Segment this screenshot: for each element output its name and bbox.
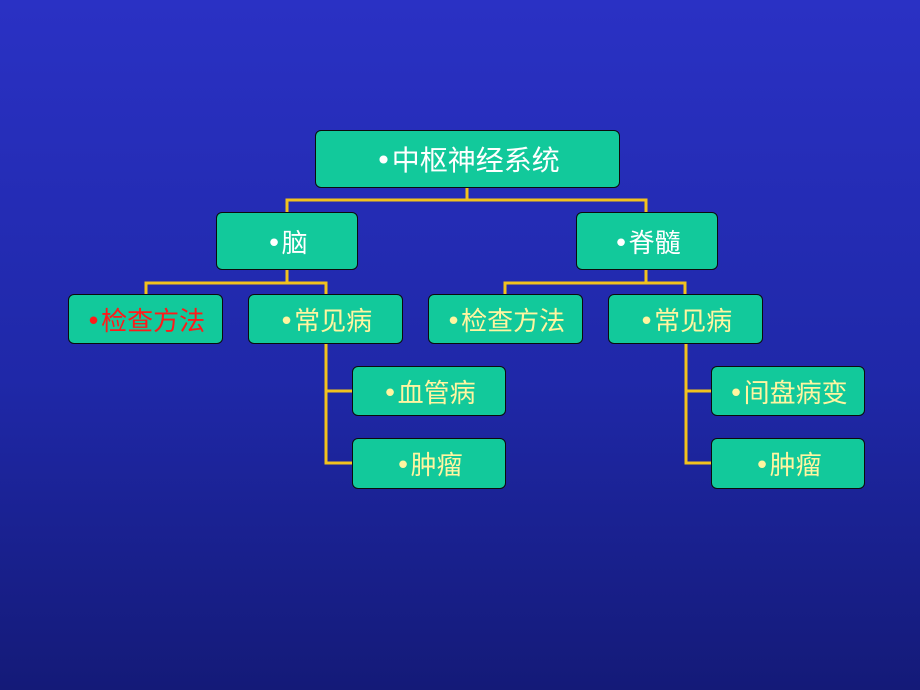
connector-spine-to-exam: [503, 270, 648, 294]
connector-root-to-brain: [285, 187, 469, 212]
node-brain-disease-tumor: •肿瘤: [352, 438, 506, 489]
node-spine: •脊髓: [576, 212, 718, 270]
connector-spine-to-common: [646, 281, 687, 294]
node-spine-disease-disc: •间盘病变: [711, 366, 865, 416]
connector-spine-diseases: [684, 343, 712, 465]
node-spine-disease-tumor: •肿瘤: [711, 438, 865, 489]
connector-brain-to-common: [287, 281, 328, 294]
node-brain-disease-vascular: •血管病: [352, 366, 506, 416]
node-brain-common: •常见病: [248, 294, 403, 344]
node-spine-exam: •检查方法: [428, 294, 583, 344]
connector-brain-diseases: [324, 343, 352, 465]
node-brain: •脑: [216, 212, 358, 270]
connector-root-to-spine: [467, 198, 648, 212]
node-brain-exam: •检查方法: [68, 294, 223, 344]
node-spine-common: •常见病: [608, 294, 763, 344]
connector-brain-to-exam: [144, 270, 289, 294]
node-root: •中枢神经系统: [315, 130, 620, 188]
